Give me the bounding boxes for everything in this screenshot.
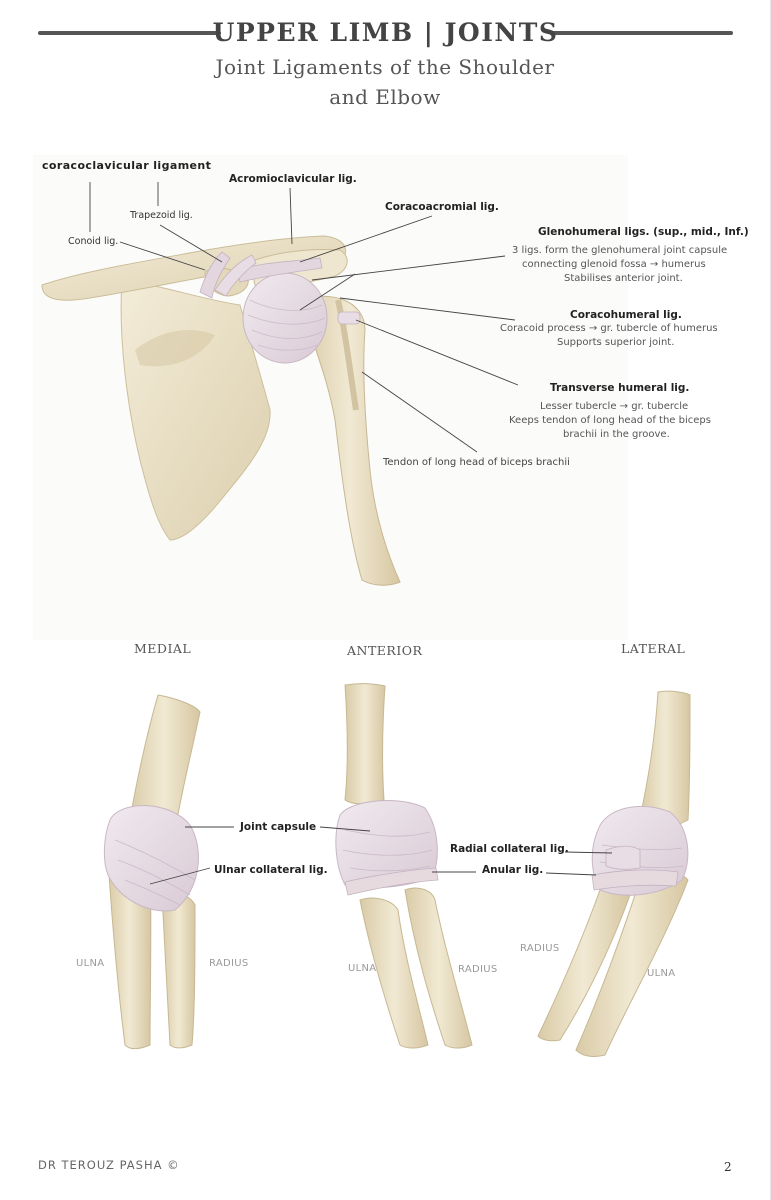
- radial-collateral-label: Radial collateral lig.: [450, 843, 569, 855]
- glenohumeral-desc-2: connecting glenoid fossa → humerus: [522, 259, 706, 270]
- medial-radius-label: RADIUS: [209, 958, 249, 969]
- anterior-radius: [404, 887, 473, 1049]
- author-credit: DR TEROUZ PASHA ©: [38, 1158, 180, 1172]
- lateral-ulna-label: ULNA: [647, 968, 676, 979]
- coracoacromial-label: Coracoacromial lig.: [385, 201, 499, 213]
- biceps-tendon: [335, 299, 359, 411]
- transverse-desc-3: brachii in the groove.: [563, 429, 670, 440]
- medial-radius: [161, 892, 196, 1049]
- lateral-humerus: [639, 690, 691, 827]
- transverse-desc-2: Keeps tendon of long head of the biceps: [509, 415, 711, 426]
- lateral-radius-label: RADIUS: [520, 943, 560, 954]
- page-title: UPPER LIMB | JOINTS: [212, 18, 559, 47]
- anterior-ulna: [359, 897, 429, 1049]
- page-subtitle-line2: and Elbow: [329, 85, 441, 109]
- joint-capsule-label: Joint capsule: [240, 821, 317, 833]
- coracohumeral-label: Coracohumeral lig.: [570, 309, 682, 321]
- trapezoid-ligament: [214, 254, 257, 297]
- shoulder-leader-lines: [89, 182, 519, 453]
- lateral-radial-collateral-ligament: [605, 845, 641, 870]
- coracoacromial-ligament: [237, 257, 323, 283]
- coracohumeral-desc-2: Supports superior joint.: [557, 337, 675, 348]
- header-rule-right: [551, 31, 733, 35]
- medial-joint-capsule: [103, 805, 199, 912]
- anterior-radius-label: RADIUS: [458, 964, 498, 975]
- lateral-anular-ligament: [591, 869, 679, 891]
- scapula-fossa-shadow: [135, 330, 215, 367]
- trapezoid-label: Trapezoid lig.: [130, 210, 193, 221]
- glenohumeral-desc-1: 3 ligs. form the glenohumeral joint caps…: [512, 245, 728, 256]
- humerus: [299, 295, 401, 586]
- anterior-humerus: [344, 683, 386, 805]
- medial-ulna-label: ULNA: [76, 958, 105, 969]
- biceps-tendon-label: Tendon of long head of biceps brachii: [383, 457, 570, 468]
- glenohumeral-label: Glenohumeral ligs. (sup., mid., Inf.): [538, 226, 749, 238]
- anterior-ulna-label: ULNA: [348, 963, 377, 974]
- header-rule-left: [38, 31, 221, 35]
- anular-label: Anular lig.: [482, 864, 544, 876]
- transverse-humeral-ligament: [337, 311, 361, 325]
- transverse-humeral-label: Transverse humeral lig.: [550, 382, 690, 394]
- anterior-anular-ligament: [344, 867, 439, 896]
- transverse-desc-1: Lesser tubercle → gr. tubercle: [540, 401, 689, 412]
- ulnar-collateral-label: Ulnar collateral lig.: [214, 864, 328, 876]
- view-anterior-title: ANTERIOR: [347, 643, 423, 658]
- view-lateral-title: LATERAL: [621, 641, 686, 656]
- conoid-ligament: [199, 251, 231, 299]
- acromioclavicular-label: Acromioclavicular lig.: [229, 173, 357, 185]
- coracoclavicular-label: coracoclavicular ligament: [42, 159, 212, 172]
- coracohumeral-desc-1: Coracoid process → gr. tubercle of humer…: [500, 323, 718, 334]
- glenohumeral-desc-3: Stabilises anterior joint.: [564, 273, 683, 284]
- lateral-ulna: [575, 872, 689, 1057]
- view-medial-title: MEDIAL: [134, 641, 192, 656]
- page-subtitle-line1: Joint Ligaments of the Shoulder: [215, 55, 555, 79]
- elbow-leader-lines: [149, 826, 613, 885]
- page-number: 2: [724, 1160, 732, 1174]
- conoid-label: Conoid lig.: [68, 236, 119, 247]
